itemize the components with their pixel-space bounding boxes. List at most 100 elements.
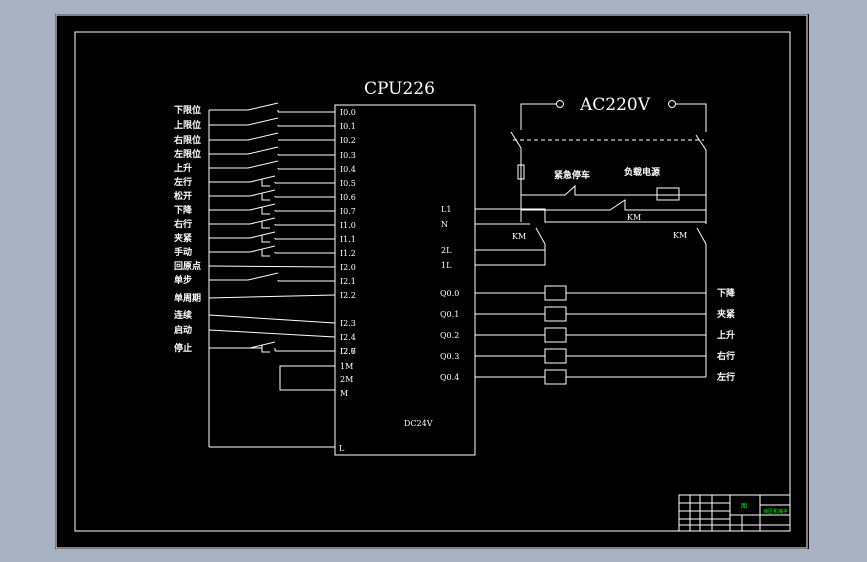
load-power-box	[656, 187, 680, 201]
output-label: 左行	[716, 371, 735, 383]
input-pin: I2.4	[340, 333, 356, 342]
extra-pin: I2.7	[340, 347, 356, 356]
extra-pins: I2.7 1M 2M M	[209, 347, 356, 398]
ac-line-left	[520, 103, 556, 130]
plc-box	[334, 104, 476, 456]
input-pin: I2.1	[340, 277, 356, 286]
cpu-title: CPU226	[364, 79, 435, 99]
output-pin: Q0.3	[440, 352, 459, 361]
input-wire	[208, 294, 336, 299]
pin-L: L	[339, 444, 345, 453]
output-coil	[544, 327, 567, 343]
input-label: 右行	[173, 218, 192, 230]
output-label: 下降	[717, 287, 736, 299]
ac-switch-right	[695, 134, 707, 151]
no-contact	[247, 117, 279, 126]
1l-wire	[475, 250, 546, 266]
input-pin: I1.0	[340, 221, 356, 230]
push-button-mark	[261, 179, 270, 187]
input-pin: I2.6	[340, 347, 356, 356]
power-pin: 2L	[441, 246, 452, 255]
km-switch-right	[696, 227, 707, 245]
input-pin: I0.6	[340, 193, 356, 202]
push-button-mark	[261, 345, 270, 353]
input-pin: I2.0	[340, 263, 356, 272]
input-pin: I1.2	[340, 249, 356, 258]
input-label: 松开	[174, 190, 192, 202]
power-pins: L1N 2L 1L	[441, 205, 452, 270]
push-button-mark	[261, 249, 270, 257]
power-title: AC220V	[579, 95, 651, 115]
push-button-mark	[261, 221, 270, 229]
output-label: 上升	[717, 329, 735, 341]
input-pin: I0.3	[340, 151, 356, 160]
input-label: 手动	[174, 246, 192, 258]
input-label: 单周期	[174, 292, 201, 304]
output-pin: Q0.2	[440, 331, 459, 340]
output-label: 夹紧	[717, 308, 735, 320]
title-block-label: 图	[741, 503, 747, 510]
emergency-stop-contact	[521, 184, 706, 196]
drawing-sheet: CPU226 AC220V DC24V L 紧急停车 负载电源 KM KM KM…	[55, 14, 809, 549]
input-label: 回原点	[174, 260, 201, 272]
input-label: 左限位	[173, 148, 201, 160]
power-pin: 1L	[441, 261, 452, 270]
m-loop	[279, 365, 335, 391]
title-block-name: 液压机械手	[763, 508, 788, 515]
input-pin: I0.4	[340, 165, 356, 174]
input-wire	[208, 265, 336, 268]
km-label-left: KM	[512, 232, 526, 241]
input-label: 启动	[174, 324, 192, 336]
input-label: 右限位	[173, 134, 201, 146]
input-pin: I0.0	[340, 108, 356, 117]
output-coil	[544, 306, 567, 322]
input-pin: I0.7	[340, 207, 356, 216]
input-label: 单步	[174, 274, 192, 286]
input-pin: I0.2	[340, 136, 356, 145]
supply-label: DC24V	[404, 419, 433, 428]
input-label: 上升	[174, 162, 192, 174]
extra-pin: M	[340, 389, 348, 398]
load-power-label: 负载电源	[624, 166, 660, 178]
output-pin: Q0.1	[440, 310, 459, 319]
input-label: 下降	[174, 204, 193, 216]
input-wire	[208, 329, 336, 338]
output-coil	[544, 369, 567, 385]
input-pin: I2.3	[340, 319, 356, 328]
input-pin: I0.5	[340, 179, 356, 188]
input-pin: I2.2	[340, 291, 356, 300]
outer-frame	[55, 14, 808, 549]
extra-pin: 1M	[340, 362, 353, 371]
input-pin: I0.1	[340, 122, 356, 131]
push-button-mark	[261, 235, 270, 243]
ac-line-right	[676, 103, 707, 132]
input-label: 停止	[174, 342, 192, 354]
power-pin: N	[441, 220, 448, 229]
output-coil	[544, 285, 567, 301]
input-wire	[208, 314, 336, 324]
emergency-stop-label: 紧急停车	[554, 169, 590, 181]
ac-terminal-right	[668, 100, 676, 108]
ac-terminal-left	[556, 100, 564, 108]
no-contact	[247, 102, 279, 111]
l1-wire	[475, 208, 706, 223]
input-label: 左行	[173, 176, 192, 188]
no-contact	[247, 132, 279, 141]
input-label: 下限位	[174, 104, 201, 116]
extra-pin: 2M	[340, 375, 353, 384]
inner-frame	[74, 31, 791, 532]
power-pin: L1	[441, 205, 451, 214]
output-label: 右行	[716, 350, 735, 362]
title-block: 图 液压机械手	[678, 494, 791, 532]
km-contact-line	[521, 199, 706, 211]
input-label: 连续	[174, 309, 192, 321]
output-coil	[544, 348, 567, 364]
input-pin: I1.1	[340, 235, 356, 244]
push-button-mark	[261, 193, 270, 201]
output-pin: Q0.0	[440, 289, 459, 298]
no-contact	[247, 160, 279, 169]
plc-wiring-diagram: CPU226 AC220V DC24V L 紧急停车 负载电源 KM KM KM…	[55, 14, 808, 549]
km-label-top: KM	[627, 213, 641, 222]
